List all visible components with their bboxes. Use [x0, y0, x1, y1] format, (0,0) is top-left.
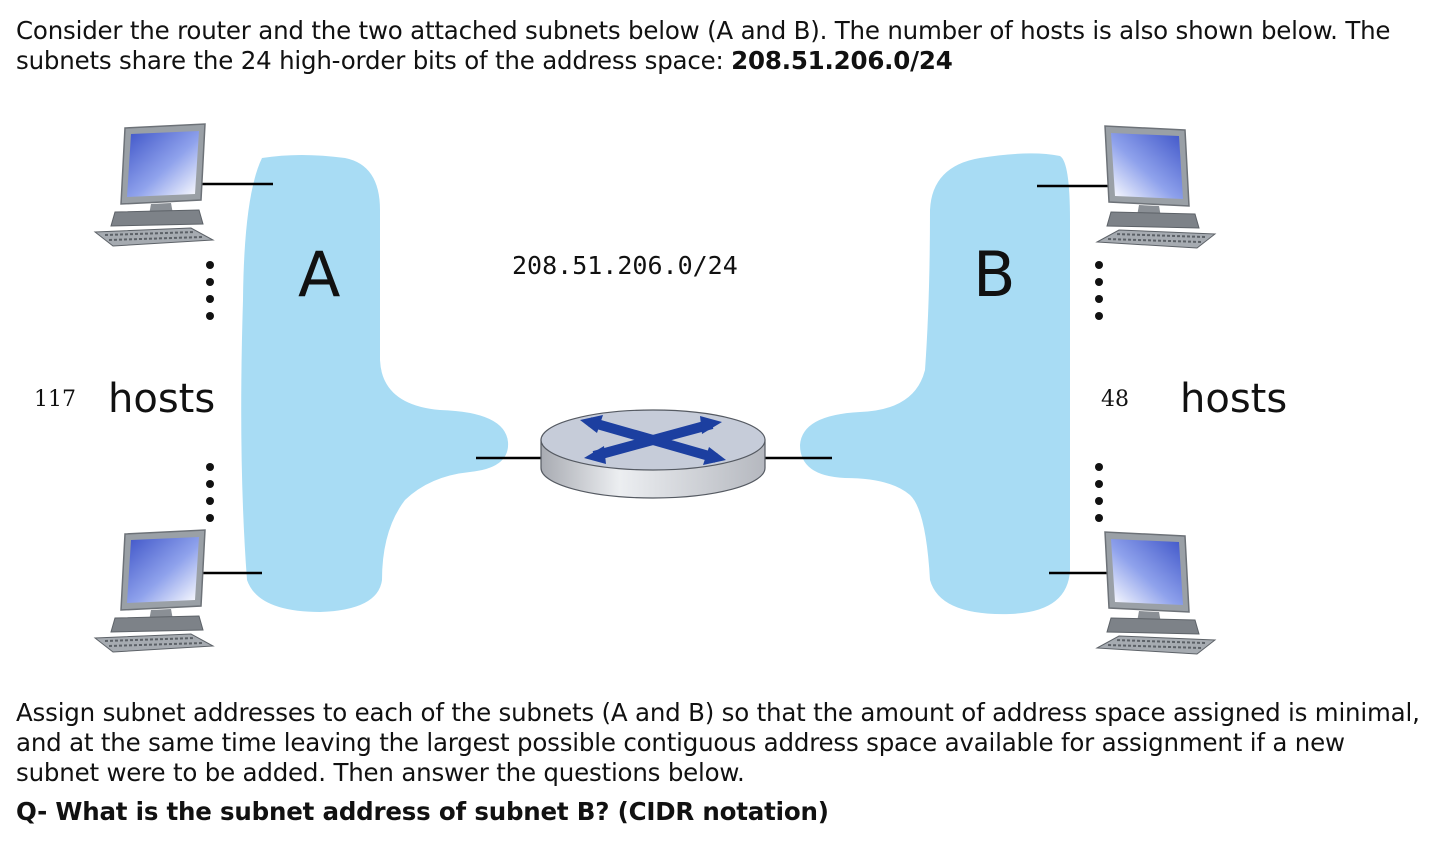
- question-text: Q- What is the subnet address of subnet …: [16, 797, 829, 826]
- desktop-computer-icon: [1096, 531, 1216, 655]
- subnet-a-hosts-label: hosts: [108, 376, 215, 422]
- subnet-b-hosts-label: hosts: [1180, 376, 1287, 422]
- problem-intro: Consider the router and the two attached…: [16, 16, 1426, 76]
- intro-text: Consider the router and the two attached…: [16, 16, 1391, 75]
- vertical-ellipsis-icon: [206, 463, 214, 522]
- subnet-b-label: B: [973, 238, 1016, 311]
- instructions-text: Assign subnet addresses to each of the s…: [16, 698, 1420, 787]
- intro-address: 208.51.206.0/24: [731, 46, 953, 75]
- subnet-b-host-count: 48: [1101, 387, 1129, 412]
- subnet-a-label: A: [298, 238, 340, 311]
- subnet-b-cloud: [800, 153, 1070, 615]
- subnet-a-host-count: 117: [34, 387, 76, 412]
- router-icon: [540, 409, 766, 499]
- vertical-ellipsis-icon: [1095, 463, 1103, 522]
- desktop-computer-icon: [94, 123, 214, 247]
- subnet-a-cloud: [241, 155, 509, 612]
- vertical-ellipsis-icon: [1095, 261, 1103, 320]
- network-address-label: 208.51.206.0/24: [512, 251, 738, 280]
- vertical-ellipsis-icon: [206, 261, 214, 320]
- network-diagram: A B 208.51.206.0/24 117 hosts 48 hosts: [34, 123, 1287, 655]
- desktop-computer-icon: [1096, 125, 1216, 249]
- desktop-computer-icon: [94, 529, 214, 653]
